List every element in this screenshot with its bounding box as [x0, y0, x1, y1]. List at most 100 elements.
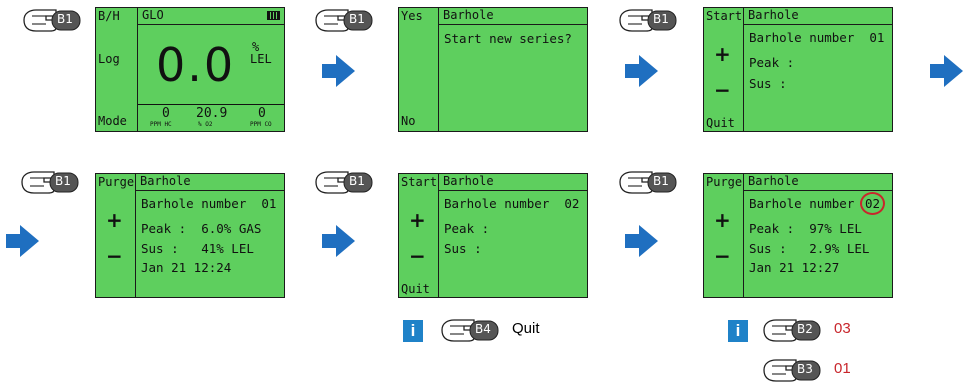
barhole-number: Barhole number 01: [749, 30, 885, 45]
b1-key-hand-icon[interactable]: B1: [618, 170, 678, 194]
softkey-column: Yes No: [399, 8, 439, 131]
step-arrow: [6, 224, 40, 258]
unit-lel: LEL: [250, 52, 272, 66]
pointing-hand-icon: [441, 319, 499, 342]
softkey-quit[interactable]: Quit: [706, 116, 735, 130]
b1-key-hand-icon[interactable]: B1: [22, 8, 82, 32]
key-label: B3: [797, 362, 813, 376]
pointing-hand-icon: [763, 319, 821, 342]
softkey-purge[interactable]: Purge: [98, 175, 135, 189]
peak-reading: Peak : 6.0% GAS: [141, 221, 262, 236]
barhole-number-label: Barhole number: [749, 196, 855, 211]
softkey-purge[interactable]: Purge: [706, 175, 743, 189]
softkey-column: Start + − Quit: [399, 174, 439, 297]
b1-key-hand-icon[interactable]: B1: [314, 170, 374, 194]
sus-reading: Sus : 2.9% LEL: [749, 241, 870, 256]
screen-title-bar: Barhole: [439, 174, 587, 191]
timestamp: Jan 21 12:24: [141, 260, 232, 275]
softkey-column: Start + − Quit: [704, 8, 744, 131]
screen-title-bar: GLO: [138, 8, 284, 25]
co-value: 0: [258, 106, 266, 121]
pointing-hand-icon: [23, 9, 81, 32]
right-arrow-icon: [930, 55, 963, 87]
sus-reading: Sus :: [444, 241, 482, 256]
hc-value: 0: [162, 106, 170, 121]
softkey-minus[interactable]: −: [106, 244, 123, 268]
device-screen-new-series: Yes No Barhole Start new series?: [398, 7, 588, 132]
softkey-start[interactable]: Start: [706, 9, 743, 23]
softkey-log[interactable]: Log: [98, 52, 120, 66]
peak-reading: Peak :: [749, 55, 795, 70]
b2-result-note: 03: [834, 320, 851, 337]
b4-key-hand-icon[interactable]: B4: [440, 318, 500, 342]
pointing-hand-icon: [763, 359, 821, 382]
softkey-bh[interactable]: B/H: [98, 9, 120, 23]
b1-key-hand-icon[interactable]: B1: [20, 170, 80, 194]
screen-title-bar: Barhole: [744, 174, 892, 191]
right-arrow-icon: [322, 225, 355, 257]
prompt-text: Start new series?: [444, 31, 572, 46]
step-arrow: [625, 54, 659, 88]
step-arrow: [930, 54, 964, 88]
b1-key-hand-icon[interactable]: B1: [618, 8, 678, 32]
right-arrow-icon: [6, 225, 39, 257]
b3-result-note: 01: [834, 360, 851, 377]
screen-title-bar: Barhole: [136, 174, 284, 191]
softkey-plus[interactable]: +: [714, 42, 731, 66]
info-icon: i: [403, 320, 423, 342]
pointing-hand-icon: [619, 171, 677, 194]
screen-title-bar: Barhole: [744, 8, 892, 25]
sus-reading: Sus :: [749, 76, 787, 91]
unit-percent: %: [252, 40, 260, 54]
o2-value: 20.9: [196, 106, 228, 121]
softkey-start[interactable]: Start: [401, 175, 438, 189]
b2-key-hand-icon[interactable]: B2: [762, 318, 822, 342]
softkey-yes[interactable]: Yes: [401, 9, 423, 23]
device-screen-gas-reading: B/H Log Mode GLO 0.0 % LEL 0 PPM HC 20.9…: [95, 7, 285, 132]
battery-icon: [267, 11, 280, 20]
screen-title: Barhole: [443, 174, 494, 188]
pointing-hand-icon: [21, 171, 79, 194]
b1-key-hand-icon[interactable]: B1: [314, 8, 374, 32]
peak-reading: Peak : 97% LEL: [749, 221, 862, 236]
right-arrow-icon: [625, 55, 658, 87]
key-label: B1: [55, 174, 71, 188]
softkey-minus[interactable]: −: [714, 244, 731, 268]
right-arrow-icon: [322, 55, 355, 87]
softkey-minus[interactable]: −: [714, 78, 731, 102]
barhole-number-highlight: 02: [860, 192, 886, 215]
key-label: B1: [653, 12, 669, 26]
barhole-number: Barhole number 02: [444, 196, 580, 211]
b3-key-hand-icon[interactable]: B3: [762, 358, 822, 382]
secondary-readings-bar: 0 PPM HC 20.9 % O2 0 PPM CO: [138, 104, 284, 132]
key-label: B1: [653, 174, 669, 188]
o2-unit: % O2: [198, 121, 213, 128]
pointing-hand-icon: [619, 9, 677, 32]
softkey-plus[interactable]: +: [106, 208, 123, 232]
softkey-column: B/H Log Mode: [96, 8, 138, 131]
screen-title: Barhole: [748, 8, 799, 22]
screen-title: Barhole: [140, 174, 191, 188]
key-label: B2: [797, 322, 813, 336]
softkey-no[interactable]: No: [401, 114, 416, 128]
pointing-hand-icon: [315, 9, 373, 32]
right-arrow-icon: [625, 225, 658, 257]
pointing-hand-icon: [315, 171, 373, 194]
device-screen-barhole-02: Start + − Quit Barhole Barhole number 02…: [398, 173, 588, 298]
screen-title: Barhole: [443, 8, 494, 22]
timestamp: Jan 21 12:27: [749, 260, 840, 275]
softkey-minus[interactable]: −: [409, 244, 426, 268]
step-arrow: [322, 224, 356, 258]
softkey-quit[interactable]: Quit: [401, 282, 430, 296]
hc-unit: PPM HC: [150, 121, 172, 128]
softkey-mode[interactable]: Mode: [98, 114, 127, 128]
key-label: B1: [57, 12, 73, 26]
softkey-plus[interactable]: +: [409, 208, 426, 232]
screen-title-bar: Barhole: [439, 8, 587, 25]
device-screen-barhole-01-result: Purge + − Barhole Barhole number 01 Peak…: [95, 173, 285, 298]
sus-reading: Sus : 41% LEL: [141, 241, 254, 256]
info-icon: i: [728, 320, 748, 342]
softkey-plus[interactable]: +: [714, 208, 731, 232]
device-screen-barhole-01: Start + − Quit Barhole Barhole number 01…: [703, 7, 893, 132]
softkey-column: Purge + −: [96, 174, 136, 297]
